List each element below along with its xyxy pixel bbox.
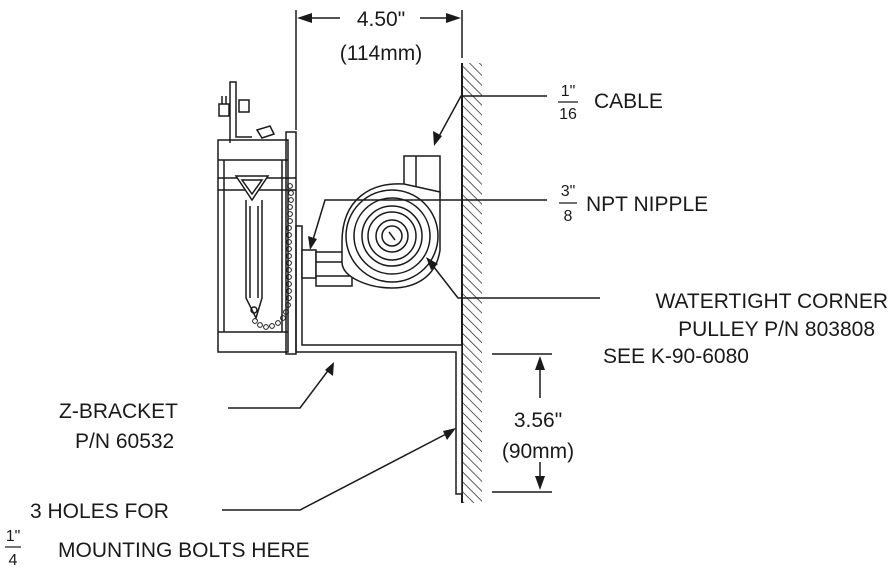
nipple-label: NPT NIPPLE <box>586 193 708 216</box>
pulley-label-line3: SEE K-90-6080 <box>603 345 749 368</box>
cable-fraction: 1" 16 <box>558 83 578 123</box>
cable-fraction-numerator: 1" <box>561 83 576 100</box>
bead-chain <box>252 183 294 330</box>
leader-arrowheads <box>308 131 456 440</box>
corner-pulley <box>301 155 441 289</box>
height-dimension <box>492 353 552 493</box>
height-inches-label: 3.56" <box>514 409 562 432</box>
switch-housing <box>217 81 297 355</box>
holes-label-line1: 3 HOLES FOR <box>30 500 169 523</box>
nipple-fraction-denominator: 8 <box>564 208 573 225</box>
width-mm-label: (114mm) <box>340 42 422 65</box>
bolt-fraction-numerator: 1" <box>6 528 21 545</box>
height-mm-label: (90mm) <box>502 440 574 463</box>
leader-lines <box>222 95 600 511</box>
cable-fraction-denominator: 16 <box>559 106 577 123</box>
bracket-label-line1: Z-BRACKET <box>59 400 178 423</box>
bolt-fraction: 1" 4 <box>5 528 21 569</box>
pulley-label-line2: PULLEY P/N 803808 <box>678 318 875 341</box>
cable-label: CABLE <box>594 90 663 113</box>
holes-label-line2: MOUNTING BOLTS HERE <box>58 539 310 562</box>
bolt-fraction-denominator: 4 <box>9 552 18 569</box>
pulley-label-line1: WATERTIGHT CORNER <box>655 290 888 313</box>
nipple-fraction-numerator: 3" <box>561 183 576 200</box>
width-dimension <box>295 10 463 130</box>
nipple-fraction: 3" 8 <box>559 183 577 225</box>
width-inches-label: 4.50" <box>357 8 405 31</box>
wall <box>461 63 482 503</box>
bracket-label-line2: P/N 60532 <box>75 430 174 453</box>
